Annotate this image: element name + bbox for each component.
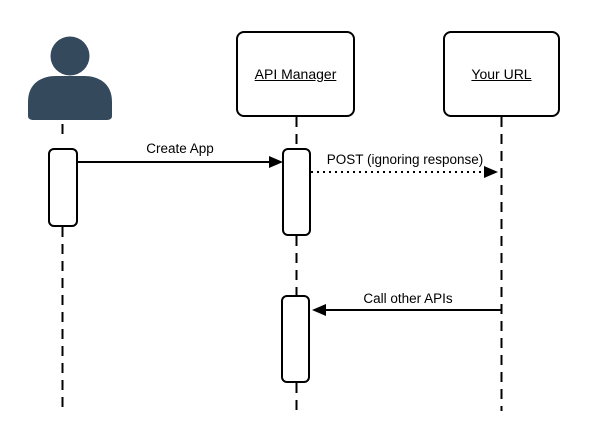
message-label-create-app: Create App	[146, 141, 214, 156]
arrowhead-icon	[484, 166, 498, 178]
person-body	[28, 76, 112, 120]
arrowhead-icon	[269, 156, 283, 168]
message-label-call-other-apis: Call other APIs	[363, 291, 453, 306]
node-api-manager: API Manager	[236, 31, 355, 117]
person-icon	[28, 36, 112, 120]
message-arrow-create-app	[78, 156, 283, 168]
node-your-url-label: Your URL	[471, 66, 532, 82]
activation-bar-user	[48, 148, 78, 227]
message-arrow-post	[311, 166, 498, 178]
activation-bar-api-manager-2	[281, 295, 310, 383]
message-arrow-call-other-apis	[312, 304, 501, 316]
arrowhead-icon	[312, 304, 326, 316]
person-head	[50, 36, 90, 76]
activation-bar-api-manager-1	[282, 148, 311, 236]
node-your-url: Your URL	[443, 31, 560, 117]
node-api-manager-label: API Manager	[254, 66, 337, 82]
message-label-post: POST (ignoring response)	[326, 152, 484, 167]
